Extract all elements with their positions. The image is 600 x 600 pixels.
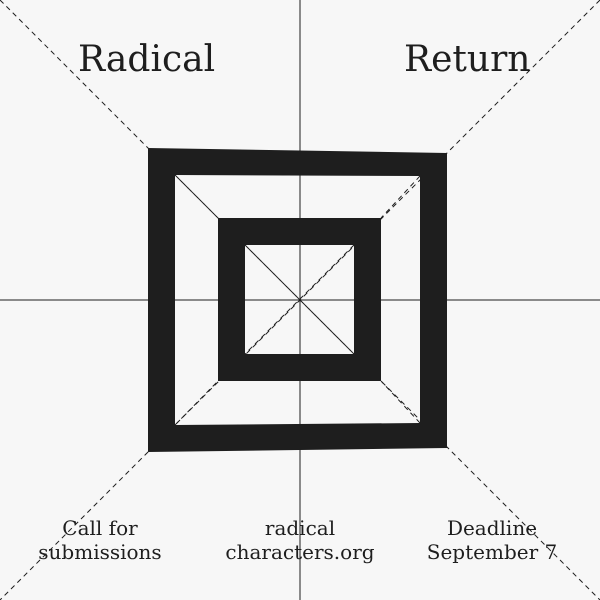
diagonal-overlay-b [380, 175, 421, 219]
diagonal-overlay-a [174, 174, 219, 219]
diagonal-overlay-d [380, 380, 421, 424]
deadline-line-2: September 7 [426, 540, 558, 564]
call-line-1: Call for [62, 516, 138, 540]
deadline-line-1: Deadline [446, 516, 538, 540]
title-return: Return [404, 39, 531, 80]
title-radical: Radical [78, 39, 216, 80]
diagonal-overlay-f [244, 244, 355, 355]
diagonal-overlay-e [244, 244, 355, 355]
site-line-1: radical [264, 516, 336, 540]
website-link[interactable]: radical characters.org [200, 516, 400, 564]
call-line-2: submissions [38, 540, 162, 564]
deadline-info: Deadline September 7 [392, 516, 592, 564]
call-for-submissions: Call for submissions [0, 516, 200, 564]
site-line-2: characters.org [225, 540, 375, 564]
diagonal-overlay-c [174, 380, 219, 426]
inner-frame [218, 218, 381, 381]
